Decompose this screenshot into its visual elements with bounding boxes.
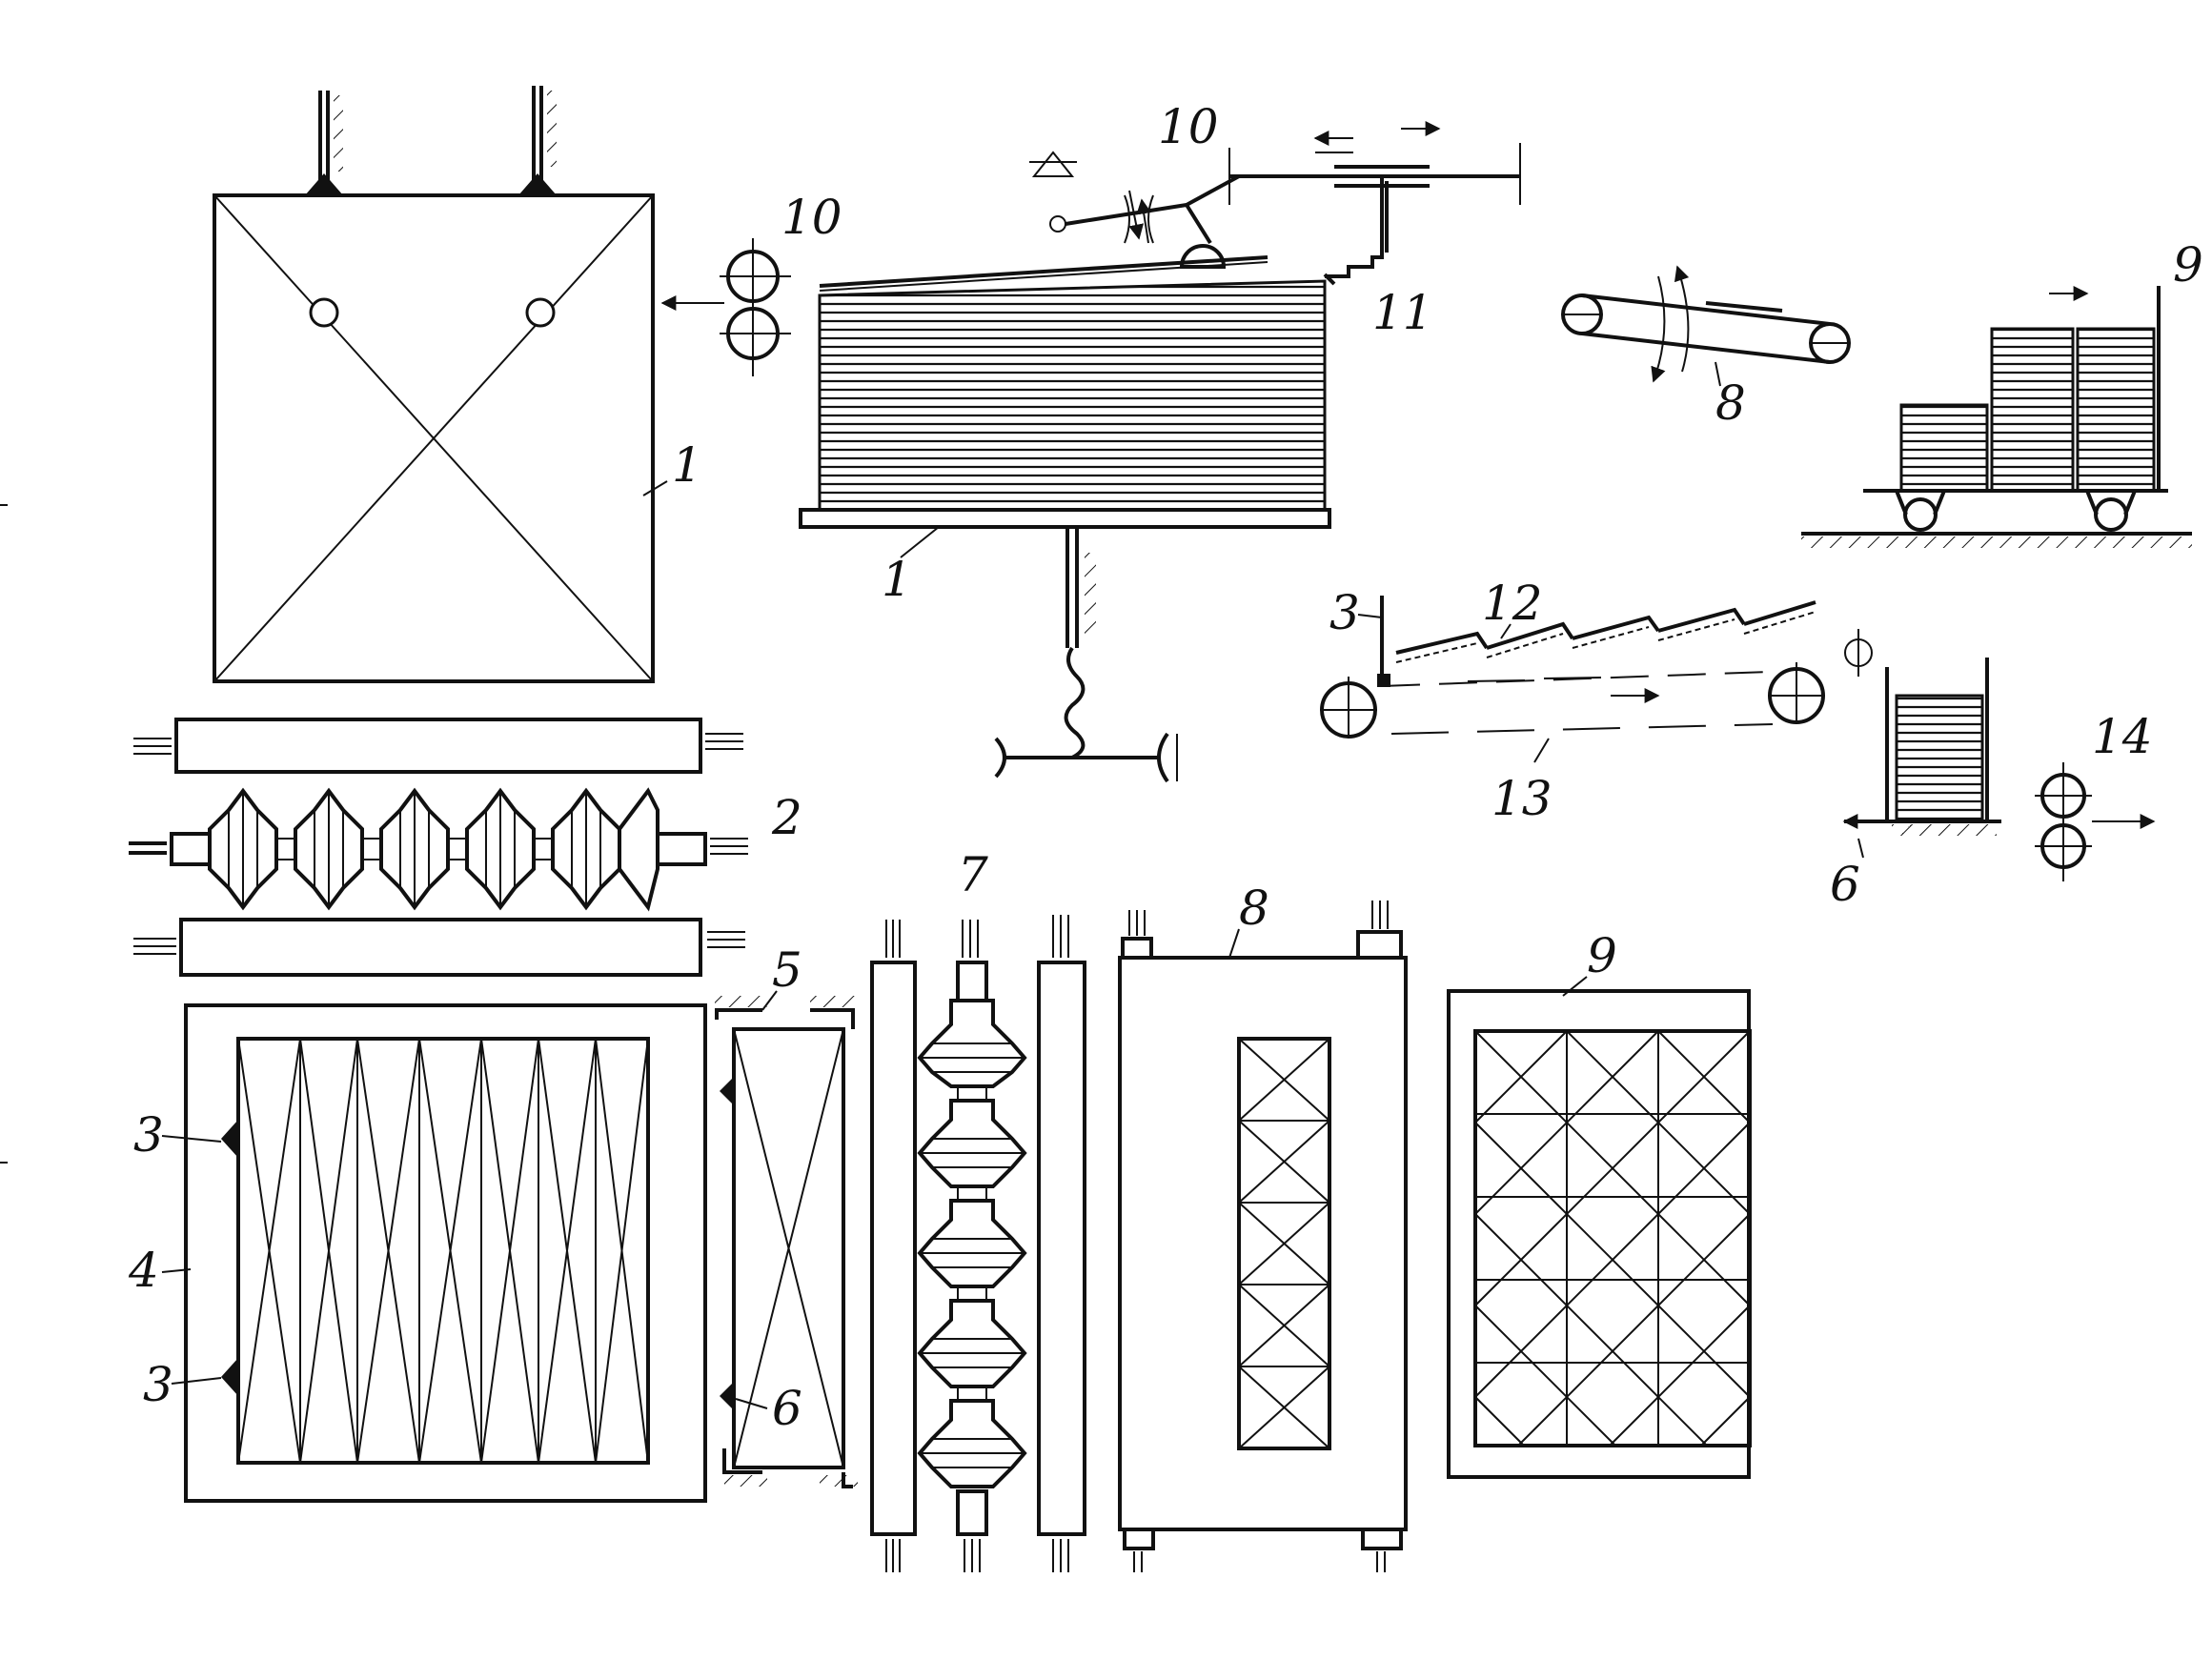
pinch-rollers-10-left xyxy=(660,238,791,376)
roller-top xyxy=(133,718,743,774)
belt-conveyor-8 xyxy=(1561,265,1851,383)
label-3-upper: 3 xyxy=(133,1107,164,1163)
frame-8 xyxy=(1118,901,1408,1572)
suction-arm xyxy=(1029,121,1521,286)
label-2: 2 xyxy=(771,790,802,845)
roller-bottom xyxy=(133,918,745,977)
label-12: 12 xyxy=(1482,576,1543,631)
label-10-left: 10 xyxy=(781,190,842,245)
sheet-stack-1 xyxy=(799,255,1331,783)
small-frame-5 xyxy=(715,996,858,1488)
label-3-lower: 3 xyxy=(143,1357,173,1412)
label-10-arm: 10 xyxy=(1158,99,1219,154)
pinch-rollers-14 xyxy=(2035,762,2156,881)
vertical-roller-right xyxy=(1037,915,1086,1572)
frame-9 xyxy=(1447,989,1752,1479)
label-9-trolley: 9 xyxy=(2173,237,2203,293)
label-8-frame: 8 xyxy=(1239,880,1269,936)
label-4: 4 xyxy=(128,1243,159,1298)
stepped-conveyor xyxy=(1320,596,1825,739)
label-7: 7 xyxy=(958,847,988,902)
vertical-roller-left xyxy=(870,920,917,1572)
label-5: 5 xyxy=(772,942,802,998)
label-11: 11 xyxy=(1372,285,1433,340)
label-14: 14 xyxy=(2092,709,2153,764)
label-9-frame: 9 xyxy=(1587,928,1617,983)
vertical-disc-roller-7 xyxy=(917,920,1027,1572)
label-1-stack: 1 xyxy=(882,552,912,607)
label-6-bin: 6 xyxy=(1830,857,1860,912)
trolley-9 xyxy=(1801,286,2192,548)
label-6-frame: 6 xyxy=(772,1381,802,1436)
large-sheet-1 xyxy=(213,86,655,683)
bin-6 xyxy=(1842,658,2001,836)
sensor-symbol xyxy=(1844,629,1873,677)
disc-roller-2 xyxy=(129,787,748,912)
label-13: 13 xyxy=(1492,771,1552,826)
label-1-sheet: 1 xyxy=(672,437,702,493)
frame-4 xyxy=(184,1003,707,1503)
label-3-conveyor: 3 xyxy=(1329,585,1360,640)
